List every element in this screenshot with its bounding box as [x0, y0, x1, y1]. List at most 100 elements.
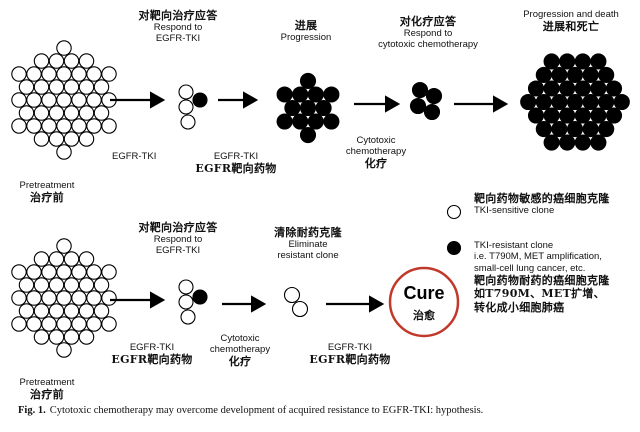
top-death-cell — [566, 66, 584, 84]
bottom-pretreatment-cell — [101, 316, 117, 332]
top-tki-response-label: 对靶向治疗应答 Respond to EGFR-TKI — [138, 9, 218, 44]
top-death-cell — [559, 80, 576, 97]
bottom-eliminate-label: 清除耐药克隆 Eliminate resistant clone — [274, 226, 342, 261]
top-death-cell — [543, 134, 560, 151]
bottom-pretreatment-cell — [41, 264, 57, 280]
bottom-tki-cell — [178, 279, 194, 295]
top-death-cell — [590, 107, 607, 124]
top-pretreatment-cell — [26, 66, 42, 82]
top-death-cell — [535, 120, 552, 138]
top-pretreatment-cell — [93, 79, 110, 95]
bottom-pretreatment-cell — [48, 251, 65, 267]
top-death-cell — [559, 107, 576, 124]
top-pretreatment-cell — [33, 105, 50, 121]
bottom-tki-cell — [180, 309, 196, 325]
top-pretreatment-cell — [78, 131, 95, 147]
top-progression-cell — [307, 113, 324, 130]
top-pretreatment-cell — [101, 66, 117, 82]
legend-resistant-marker — [446, 240, 462, 256]
caption-text: Cytotoxic chemotherapy may overcome deve… — [49, 405, 484, 416]
top-tki-cell — [178, 99, 194, 115]
bottom-pretreatment-cell — [33, 329, 50, 345]
top-progression-cell — [276, 86, 293, 103]
top-progression-cell — [315, 99, 332, 117]
top-death-cell — [559, 134, 576, 151]
bottom-pretreatment-cell — [33, 277, 50, 293]
top-progression-cell — [299, 126, 317, 144]
top-pretreatment-cell — [18, 79, 35, 95]
top-progression-cell — [299, 99, 317, 117]
cell-groups — [11, 40, 630, 358]
top-pretreatment-cell — [78, 53, 95, 69]
top-death-label: Progression and death 进展和死亡 — [523, 9, 619, 33]
bottom-tki-cell — [192, 289, 208, 305]
bottom-pretreatment-cell — [26, 316, 42, 332]
bottom-pretreatment-label: Pretreatment 治疗前 — [19, 377, 75, 401]
cure-label: Cure — [403, 283, 445, 303]
bottom-pretreatment-cell — [18, 277, 35, 293]
top-death-cell — [551, 66, 568, 84]
top-pretreatment-cell — [56, 118, 72, 134]
bottom-pretreatment-cell — [86, 290, 102, 306]
bottom-pretreatment-cell — [56, 342, 72, 358]
top-pretreatment-cell — [63, 131, 80, 147]
top-death-cell — [590, 53, 607, 70]
top-death-cell — [598, 120, 615, 138]
top-pretreatment-cell — [78, 105, 95, 121]
top-death-cell — [535, 66, 552, 84]
bottom-pretreatment-cell — [71, 290, 87, 306]
top-pretreatment-cell — [71, 118, 87, 134]
top-death-cell — [566, 120, 584, 138]
bottom-pretreatment-cell — [71, 264, 87, 280]
top-death-cell — [574, 134, 591, 151]
bottom-tki-cell — [178, 294, 194, 310]
top-death-cell — [566, 93, 584, 111]
bottom-pretreatment-cell — [101, 290, 117, 306]
top-death-cell — [582, 120, 599, 138]
top-pretreatment-cell — [33, 131, 50, 147]
figure-caption: Fig. 1.Cytotoxic chemotherapy may overco… — [18, 405, 483, 416]
top-death-cell — [605, 80, 623, 97]
top-death-cell — [574, 53, 591, 70]
top-death-cell — [598, 93, 615, 111]
caption-label: Fig. 1. — [18, 405, 46, 416]
top-pretreatment-cell — [41, 66, 57, 82]
cure-ring — [388, 266, 460, 338]
top-pretreatment-cell — [11, 66, 27, 82]
top-pretreatment-cell — [48, 105, 65, 121]
top-pretreatment-cell — [86, 118, 102, 134]
bottom-pretreatment-cell — [78, 277, 95, 293]
top-pretreatment-cell — [11, 118, 27, 134]
legend-sensitive-marker — [446, 204, 462, 220]
top-chemo-cell — [425, 87, 443, 105]
top-pretreatment-cell — [33, 79, 50, 95]
bottom-eliminate-cell — [283, 286, 301, 304]
top-pretreatment-cell — [56, 66, 72, 82]
bottom-pretreatment-cell — [11, 316, 27, 332]
arrows — [110, 91, 509, 313]
top-death-cell — [527, 80, 545, 97]
top-pretreatment-cell — [56, 144, 72, 160]
top-progression-cell — [299, 72, 317, 90]
bottom-tki-response-label: 对靶向治疗应答 Respond to EGFR-TKI — [138, 221, 218, 256]
top-death-cell — [527, 107, 545, 124]
top-pretreatment-cell — [41, 118, 57, 134]
top-chemo-response-label: 对化疗应答 Respond to cytotoxic chemotherapy — [378, 15, 478, 50]
bottom-pretreatment-cell — [93, 303, 110, 319]
legend-resistant-text: TKI-resistant clone i.e. T790M, MET ampl… — [474, 240, 610, 314]
bottom-pretreatment-cell — [71, 316, 87, 332]
bottom-pretreatment-cell — [56, 290, 72, 306]
bottom-pretreatment-cell — [63, 329, 80, 345]
bottom-pretreatment-cell — [63, 277, 80, 293]
top-pretreatment-cell — [26, 92, 42, 108]
bottom-drug-label: EGFR-TKI EGFR靶向药物 — [111, 342, 193, 366]
top-death-cell — [590, 80, 607, 97]
bottom-pretreatment-cell — [48, 329, 65, 345]
bottom-pretreatment-cell — [56, 264, 72, 280]
bottom-pretreatment-cell — [26, 290, 42, 306]
top-pretreatment-cell — [48, 79, 65, 95]
top-progression-cell — [323, 86, 340, 103]
top-death-cell — [574, 80, 591, 97]
bottom-pretreatment-cell — [48, 277, 65, 293]
bottom-pretreatment-cell — [11, 290, 27, 306]
